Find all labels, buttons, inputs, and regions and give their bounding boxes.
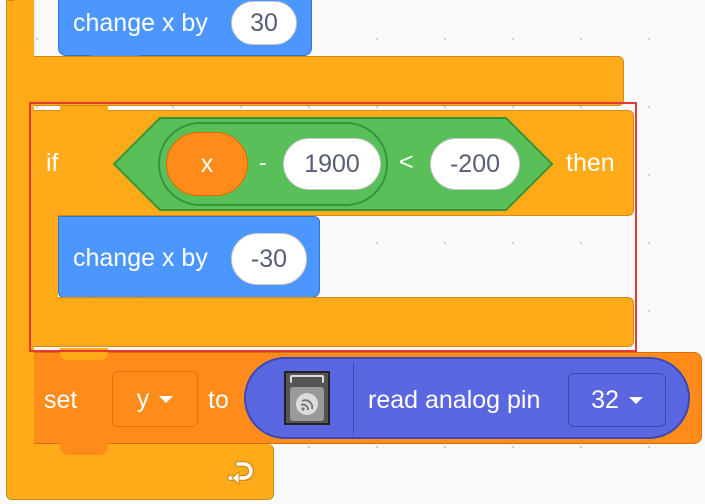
compare-value-input[interactable]: -200: [430, 138, 520, 190]
variable-y-label: y: [136, 384, 150, 413]
variable-x-reporter[interactable]: x: [166, 132, 248, 196]
change-x-inner-value-input[interactable]: -30: [231, 233, 307, 285]
caret-down-icon: [628, 396, 643, 404]
caret-down-icon: [159, 395, 174, 403]
if-block-bottom[interactable]: [34, 297, 634, 347]
pin-dropdown[interactable]: 32: [568, 373, 666, 427]
if-inner-rail: [34, 214, 58, 300]
highlight-box: [29, 102, 637, 352]
pin-value-label: 32: [591, 385, 619, 414]
less-than-sign: <: [399, 148, 414, 176]
loop-bottom-tab: [60, 443, 108, 455]
then-label: then: [566, 149, 615, 177]
control-block-upper[interactable]: [34, 56, 624, 106]
read-analog-pin-label: read analog pin: [368, 386, 541, 414]
change-x-inner-label: change x by: [73, 244, 208, 272]
change-x-block-top[interactable]: change x by 30: [58, 0, 312, 56]
change-x-block-inner[interactable]: change x by -30: [58, 216, 320, 298]
variable-x-label: x: [200, 149, 214, 178]
loop-arrow-icon: [227, 461, 254, 486]
reporter-divider: [353, 363, 354, 435]
loop-block-bottom[interactable]: [6, 444, 274, 500]
variable-dropdown[interactable]: y: [112, 371, 198, 427]
set-label: set: [44, 386, 78, 414]
read-analog-pin-reporter[interactable]: read analog pin 32: [244, 357, 690, 439]
if-label: if: [46, 149, 59, 177]
operand-input[interactable]: 1900: [283, 138, 381, 190]
if-block-notch: [60, 106, 108, 118]
esp32-chip-icon: [284, 371, 330, 425]
minus-sign: -: [259, 150, 267, 175]
change-x-value-input[interactable]: 30: [231, 1, 297, 45]
change-x-label: change x by: [73, 9, 208, 37]
to-label: to: [208, 386, 229, 414]
